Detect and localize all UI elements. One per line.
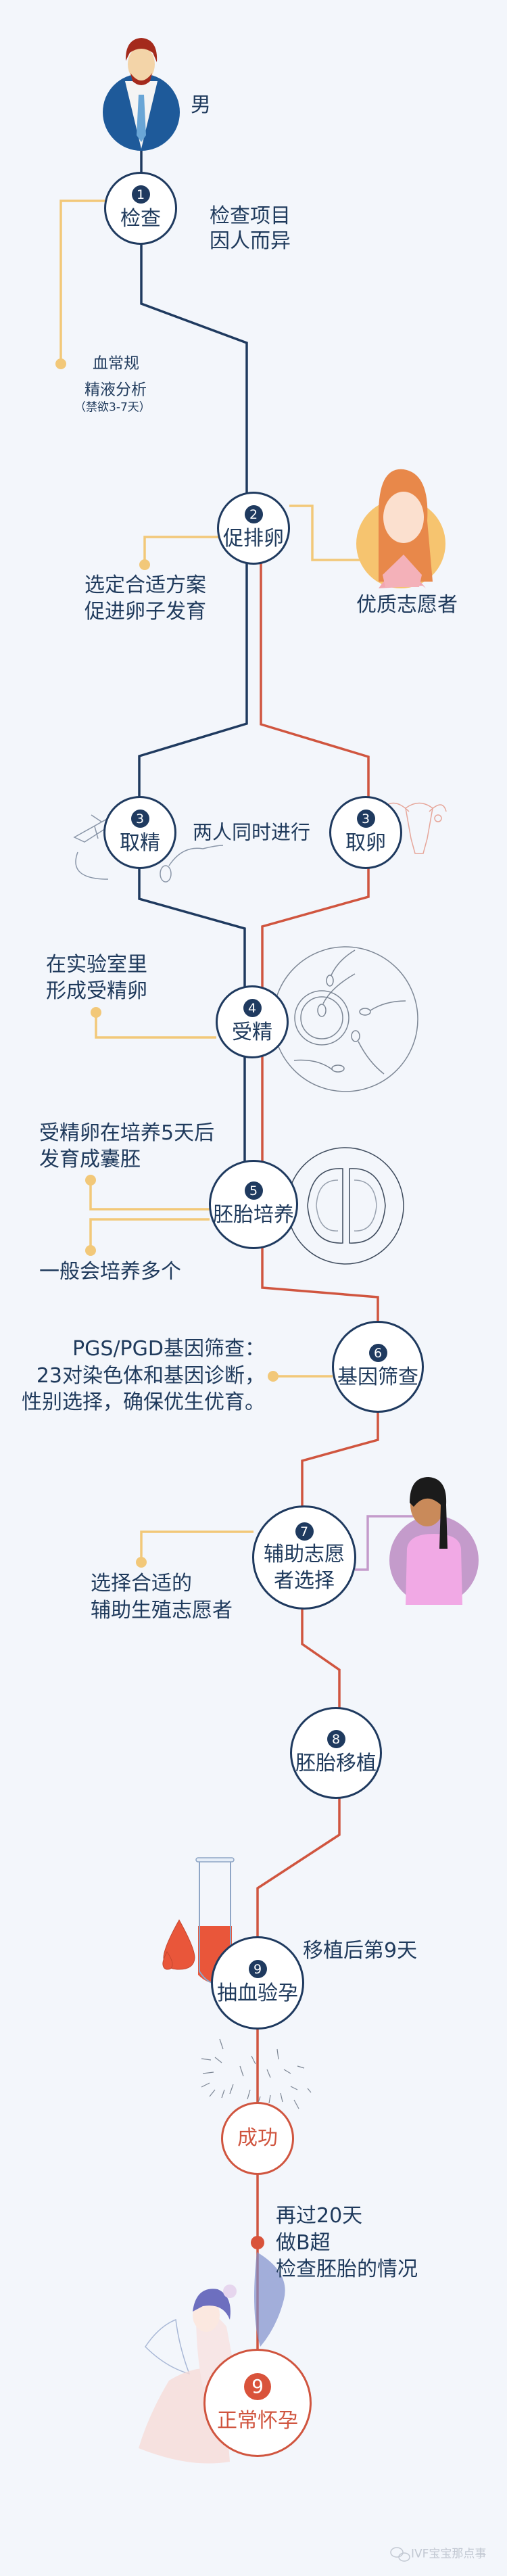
surrogate-note-line-1: 选择合适的 <box>91 1572 192 1595</box>
step-5-culture-node[interactable]: 5 胚胎培养 <box>209 1160 298 1249</box>
step-number-badge: 2 <box>244 505 263 524</box>
embryo-dish-icon <box>287 1147 404 1265</box>
connector-lines <box>59 200 360 1562</box>
step-number-badge: 6 <box>368 1344 387 1363</box>
screening-note-line-3: 性别选择，确保优生优育。 <box>22 1390 265 1414</box>
check-note-line-1: 检查项目 <box>210 204 291 228</box>
check-item-semen: 精液分析 <box>84 381 147 399</box>
sperm-icon <box>160 845 224 883</box>
male-label: 男 <box>191 93 211 117</box>
surrogate-woman-icon <box>389 1477 479 1605</box>
step-1-check-node[interactable]: 1 检查 <box>104 172 177 245</box>
screening-note-line-1: PGS/PGD基因筛查： <box>72 1337 265 1361</box>
step-8-transfer-node[interactable]: 8 胚胎移植 <box>290 1707 382 1799</box>
step-6-screening-node[interactable]: 6 基因筛查 <box>332 1321 424 1413</box>
step-label: 胚胎移植 <box>295 1752 377 1776</box>
male-path-line <box>138 149 248 1204</box>
step-number-badge: 3 <box>356 810 375 828</box>
step-number-badge: 9 <box>244 2372 271 2400</box>
wechat-icon <box>390 2547 410 2562</box>
ultrasound-note-line-2: 做B超 <box>276 2231 331 2255</box>
fertilization-dish-icon <box>272 946 418 1092</box>
step-label: 取卵 <box>345 831 386 856</box>
step-2-ovulation-node[interactable]: 2 促排卵 <box>217 492 290 565</box>
step-3-egg-retrieval-node[interactable]: 3 取卵 <box>329 796 402 869</box>
donor-woman-icon <box>356 469 445 588</box>
step-label: 检查 <box>120 207 161 231</box>
culture-note-line-1: 受精卵在培养5天后 <box>39 1121 215 1145</box>
watermark: IVF宝宝那点事 <box>411 2547 487 2561</box>
step-label: 受精 <box>232 1021 272 1045</box>
surrogate-connector <box>355 1515 414 1571</box>
step-number-badge: 1 <box>131 185 150 204</box>
step-7-surrogate-node[interactable]: 7 辅助志愿 者选择 <box>252 1505 356 1610</box>
fertilization-note-line-2: 形成受精卵 <box>46 979 147 1003</box>
ovulation-note-line-1: 选定合适方案 <box>84 573 206 597</box>
blood-drop-icon <box>162 1919 195 1970</box>
ultrasound-note-line-1: 再过20天 <box>276 2204 363 2228</box>
step-number-badge: 7 <box>295 1522 314 1541</box>
step-label: 抽血验孕 <box>217 1982 298 2006</box>
step-9-blood-test-node[interactable]: 9 抽血验孕 <box>211 1936 304 2030</box>
success-label: 成功 <box>237 2126 278 2150</box>
culture-note-line-2: 发育成囊胚 <box>39 1148 141 1171</box>
step-4-fertilization-node[interactable]: 4 受精 <box>216 985 289 1058</box>
connector-dots <box>55 358 279 1568</box>
step-number-badge: 5 <box>244 1181 263 1200</box>
ultrasound-dot <box>251 2236 264 2249</box>
check-item-blood: 血常规 <box>93 354 139 373</box>
step-3-sperm-retrieval-node[interactable]: 3 取精 <box>103 796 176 869</box>
step-label: 基因筛查 <box>337 1365 418 1390</box>
culture-note-multiple: 一般会培养多个 <box>39 1260 181 1284</box>
pregnancy-node[interactable]: 9 正常怀孕 <box>203 2349 312 2457</box>
success-node[interactable]: 成功 <box>221 2102 294 2175</box>
step-label-line-1: 辅助志愿 <box>264 1543 345 1566</box>
step-label: 正常怀孕 <box>217 2408 298 2433</box>
check-item-abstinence: （禁欲3-7天） <box>74 400 151 415</box>
fertilization-note-line-1: 在实验室里 <box>46 953 147 977</box>
step-number-badge: 3 <box>130 810 149 828</box>
ultrasound-note-line-3: 检查胚胎的情况 <box>276 2257 418 2281</box>
fireworks-icon <box>201 2038 312 2109</box>
step-label: 胚胎培养 <box>213 1203 294 1227</box>
step-number-badge: 4 <box>243 999 262 1018</box>
surrogate-note-line-2: 辅助生殖志愿者 <box>91 1599 233 1622</box>
check-note-line-2: 因人而异 <box>210 229 291 253</box>
blood-test-note: 移植后第9天 <box>303 1939 418 1963</box>
male-avatar-icon <box>103 38 180 151</box>
step-label: 促排卵 <box>223 527 284 551</box>
step-label: 取精 <box>120 831 160 856</box>
ovulation-note-line-2: 促进卵子发育 <box>84 600 206 624</box>
step-number-badge: 9 <box>248 1960 267 1979</box>
screening-note-line-2: 23对染色体和基因诊断， <box>36 1364 265 1388</box>
donor-label: 优质志愿者 <box>356 593 458 617</box>
simultaneous-note: 两人同时进行 <box>193 820 311 844</box>
step-label-line-2: 者选择 <box>274 1568 335 1593</box>
step-number-badge: 8 <box>327 1730 345 1749</box>
